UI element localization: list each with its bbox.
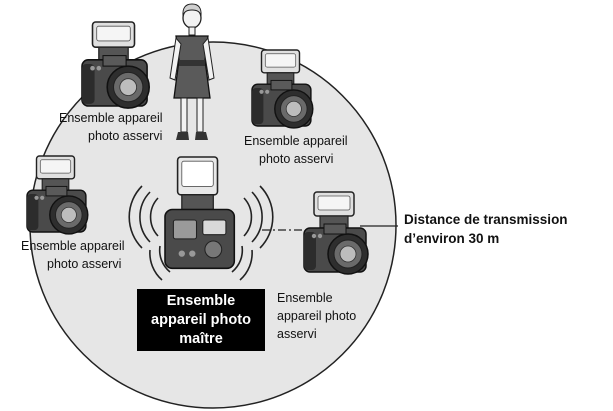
woman-figure-icon [169,3,215,140]
slave-label-right-1: Ensemble [277,291,333,305]
slave-label-top-left-1: Ensemble appareil [59,111,163,125]
master-label-line2: appareil photo [151,311,251,328]
slave-label-top-right-2: photo asservi [259,152,333,166]
slave-label-right-2: appareil photo [277,309,356,323]
master-label-line1: Ensemble [166,292,236,309]
slave-label-top-left-2: photo asservi [88,129,162,143]
transmission-range-label: Distance de transmission d’environ 30 m [404,210,609,248]
slave-label-left-2: photo asservi [47,257,121,271]
range-line2: d’environ 30 m [404,231,500,246]
signal-waves-icon [128,185,274,281]
slave-label-top-right-1: Ensemble appareil [244,134,348,148]
master-label-box: Ensemble appareil photo maître [137,289,265,351]
slave-camera-icon [251,49,314,129]
master-label-line3: maître [179,330,223,347]
range-line1: Distance de transmission [404,212,568,227]
slave-label-left-1: Ensemble appareil [21,239,125,253]
slave-camera-icon [81,21,150,109]
slave-label-right-3: asservi [277,327,317,341]
